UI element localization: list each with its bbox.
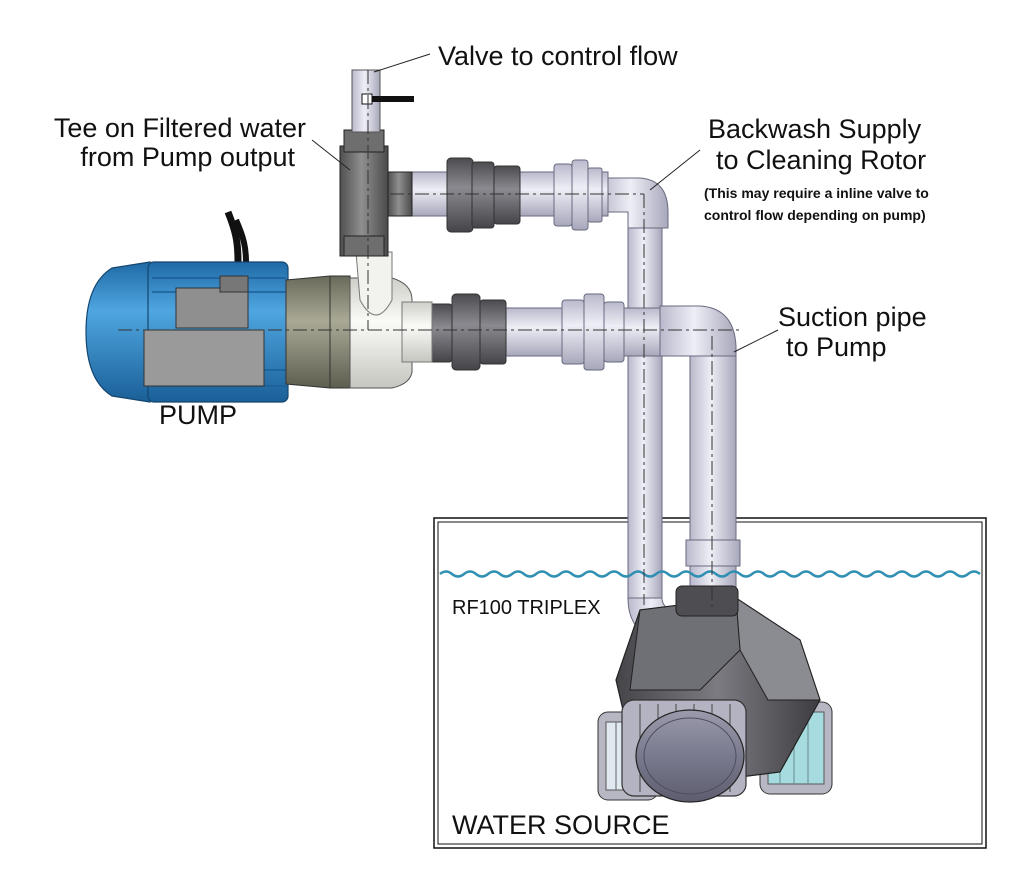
tee-fitting: [339, 129, 413, 257]
suction-label-line2: to Pump: [786, 332, 887, 362]
flow-control-valve: [351, 69, 414, 133]
note-line1: (This may require a inline valve to: [704, 185, 929, 201]
leader-lines: [311, 53, 779, 353]
centerlines: [118, 70, 740, 610]
pump-assembly: [85, 210, 433, 403]
valve-handle: [366, 96, 414, 102]
tee-label-line2: from Pump output: [80, 142, 295, 172]
pump-label: PUMP: [159, 400, 237, 430]
backwash-horizontal-pipe: [407, 157, 609, 233]
filter-label: RF100 TRIPLEX: [452, 597, 601, 619]
tee-label-line1: Tee on Filtered water: [54, 113, 306, 143]
motor-fan-cover: [85, 261, 151, 403]
rf100-triplex-filter: [597, 585, 833, 803]
water-surface-line: [439, 570, 981, 578]
backwash-label-line2: to Cleaning Rotor: [716, 145, 926, 175]
note-line2: control flow depending on pump): [704, 207, 926, 223]
backwash-label-line1: Backwash Supply: [708, 114, 922, 144]
suction-pipe: [409, 293, 741, 607]
filter-end-cap: [635, 709, 745, 803]
power-cable: [224, 210, 242, 263]
suction-label-line1: Suction pipe: [778, 302, 927, 332]
valve-label: Valve to control flow: [438, 41, 678, 71]
water-source-label: WATER SOURCE: [452, 810, 670, 840]
junction-box: [175, 287, 249, 329]
